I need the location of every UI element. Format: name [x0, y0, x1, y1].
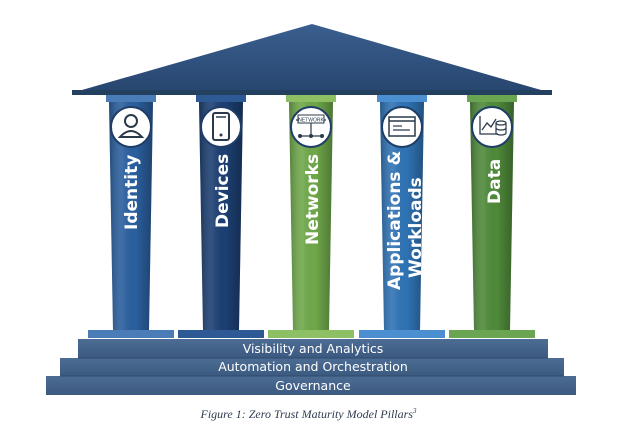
pillar-label-data: Data	[485, 159, 505, 204]
pillar-applications-workloads: Applications & Workloads	[359, 95, 445, 338]
step-label-automation: Automation and Orchestration	[218, 359, 408, 374]
pillar-label-applications: Applications &	[385, 151, 405, 290]
network-icon-text: NETWORK	[298, 118, 324, 124]
step-label-visibility: Visibility and Analytics	[243, 341, 384, 356]
user-icon	[110, 106, 152, 148]
pillar-label-networks: Networks	[303, 154, 323, 245]
step-label-governance: Governance	[275, 378, 351, 393]
caption-text: Figure 1: Zero Trust Maturity Model Pill…	[200, 407, 413, 421]
pillar-label-workloads: Workloads	[406, 177, 426, 278]
roof	[72, 24, 552, 95]
pillar-data: Data	[449, 95, 535, 338]
step-bottom	[46, 376, 576, 395]
figure-caption: Figure 1: Zero Trust Maturity Model Pill…	[0, 407, 617, 422]
step-top	[78, 339, 548, 358]
caption-footnote: 3	[412, 407, 417, 415]
pillar-label-devices: Devices	[213, 154, 233, 228]
mobile-device-icon	[200, 106, 242, 148]
data-chart-icon	[471, 106, 513, 148]
application-window-icon	[381, 106, 423, 148]
network-icon: NETWORK	[290, 106, 332, 148]
foundation-steps: Visibility and Analytics Automation and …	[46, 339, 576, 395]
pillar-identity: Identity	[88, 95, 174, 338]
pillar-devices: Devices	[178, 95, 264, 338]
pillar-label-identity: Identity	[122, 155, 142, 230]
step-middle	[60, 358, 564, 376]
pillar-networks: NETWORK Networks	[268, 95, 354, 338]
